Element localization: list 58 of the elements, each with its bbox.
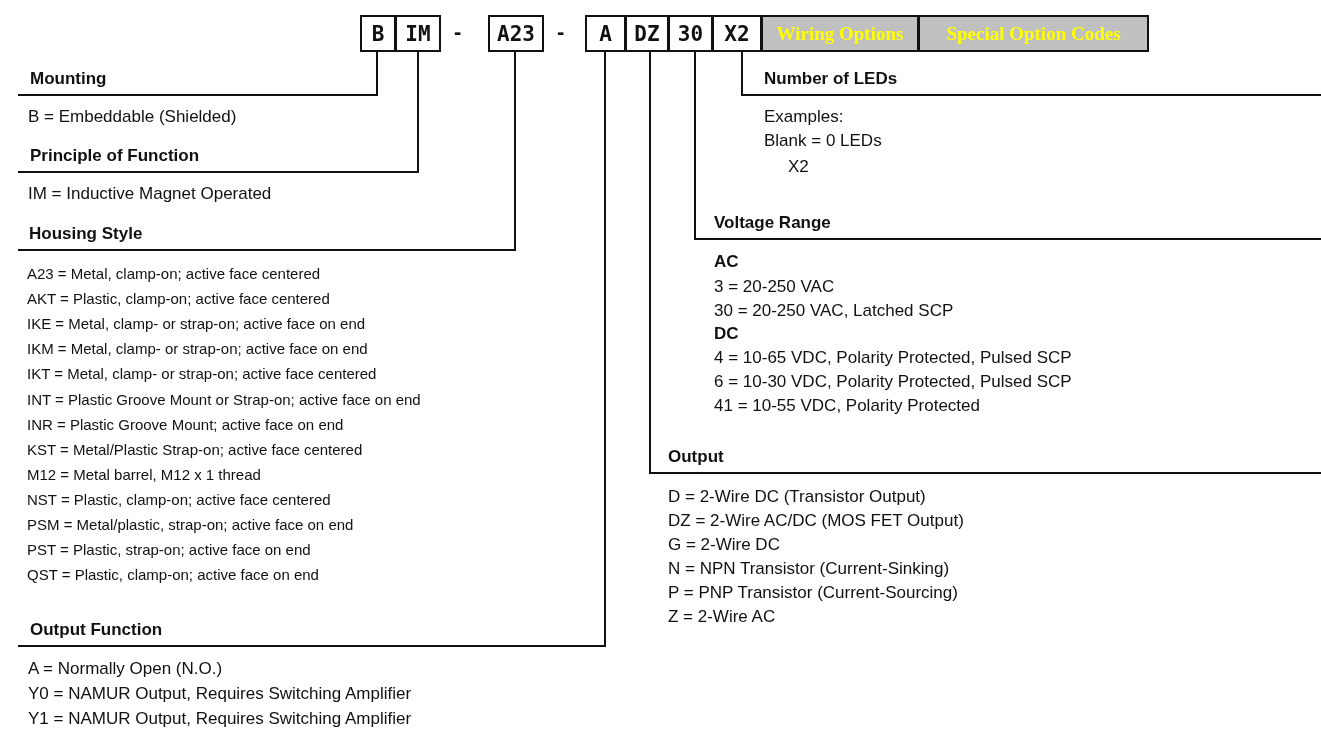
dash: - (454, 22, 462, 42)
dash: - (557, 22, 565, 42)
code-description: X2 (788, 157, 809, 177)
code-description: Y1 = NAMUR Output, Requires Switching Amplifier (28, 709, 412, 729)
code-description: KST = Metal/Plastic Strap-on; active face centered (27, 439, 363, 460)
code-description: DZ = 2-Wire AC/DC (MOS FET Output) (668, 511, 964, 531)
leader-line (17, 51, 606, 647)
code-description: 30 = 20-250 VAC, Latched SCP (714, 301, 954, 321)
code-segment: B (360, 15, 396, 52)
leader-line (17, 51, 516, 251)
code-description: A23 = Metal, clamp-on; active face centered (27, 264, 321, 284)
code-description: QST = Plastic, clamp-on; active face on end (27, 565, 319, 586)
code-description: IKE = Metal, clamp- or strap-on; active face on end (27, 314, 366, 335)
code-description: PST = Plastic, strap-on; active face on end (27, 540, 311, 561)
code-description: 6 = 10-30 VDC, Polarity Protected, Pulsed SCP (714, 372, 1072, 392)
code-description: Y0 = NAMUR Output, Requires Switching Amplifier (28, 684, 412, 704)
code-segment: A23 (488, 15, 544, 52)
section-heading: Output (650, 439, 1321, 473)
code-segment: DZ (625, 15, 669, 52)
option-field: Wiring Options (761, 15, 919, 52)
code-description: IKM = Metal, clamp- or strap-on; active face on end (27, 339, 368, 360)
code-description: N = NPN Transistor (Current-Sinking) (668, 559, 950, 579)
code-segment: A (585, 15, 626, 52)
code-description: INT = Plastic Groove Mount or Strap-on; active face on end (27, 389, 421, 410)
code-description: A = Normally Open (N.O.) (28, 659, 223, 679)
code-description: P = PNP Transistor (Current-Sourcing) (668, 583, 958, 603)
code-segment: IM (395, 15, 441, 52)
code-description: 3 = 20-250 VAC (714, 277, 835, 297)
code-description: Blank = 0 LEDs (764, 131, 882, 151)
code-description: 41 = 10-55 VDC, Polarity Protected (714, 396, 980, 416)
code-description: G = 2-Wire DC (668, 535, 780, 555)
section-heading: Mounting (18, 61, 377, 95)
leader-line (694, 51, 735, 240)
leader-line (17, 51, 419, 173)
option-field: Special Option Codes (918, 15, 1149, 52)
code-description: AKT = Plastic, clamp-on; active face centered (27, 289, 330, 310)
code-description: 4 = 10-65 VDC, Polarity Protected, Pulsed SCP (714, 348, 1072, 368)
code-description: PSM = Metal/plastic, strap-on; active face on end (27, 515, 354, 535)
code-segment: 30 (668, 15, 713, 52)
leader-line (649, 51, 689, 474)
code-description: M12 = Metal barrel, M12 x 1 thread (27, 464, 261, 485)
code-description: INR = Plastic Groove Mount; active face on end (27, 414, 344, 435)
code-description: B = Embeddable (Shielded) (28, 107, 237, 127)
code-description: D = 2-Wire DC (Transistor Output) (668, 487, 926, 507)
code-description: NST = Plastic, clamp-on; active face centered (27, 489, 331, 510)
section-heading: Housing Style (18, 216, 515, 250)
leader-line (17, 51, 378, 96)
section-subheading: AC (714, 252, 739, 272)
section-heading: Principle of Function (18, 138, 418, 172)
section-heading: Voltage Range (695, 205, 1321, 239)
code-description: IM = Inductive Magnet Operated (28, 184, 272, 204)
section-heading: Number of LEDs (742, 61, 1321, 95)
section-subheading: DC (714, 324, 739, 344)
code-description: Z = 2-Wire AC (668, 607, 776, 627)
code-description: IKT = Metal, clamp- or strap-on; active face centered (27, 364, 377, 385)
code-description: Examples: (764, 107, 844, 127)
section-heading: Output Function (18, 612, 605, 646)
leader-line (741, 51, 785, 96)
